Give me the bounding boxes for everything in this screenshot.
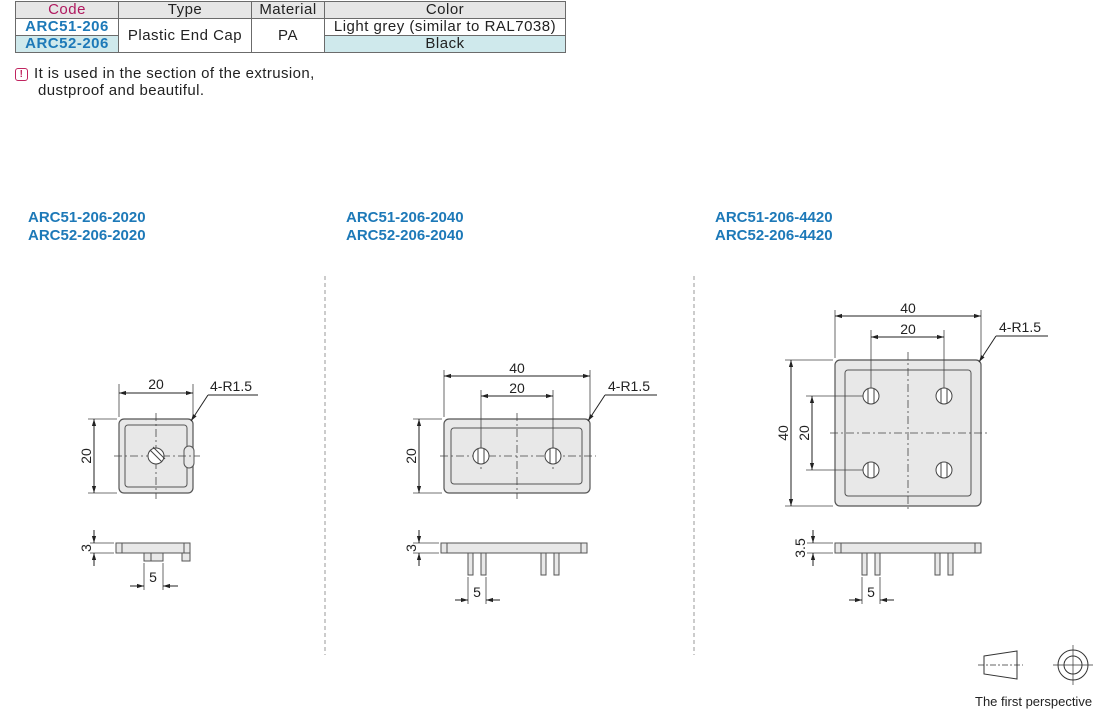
code-cell: ARC52-206 xyxy=(15,35,119,53)
side-plate xyxy=(115,542,191,554)
dim-pin-spacing: 5 xyxy=(473,584,481,600)
side-plate xyxy=(440,542,588,554)
part-code: ARC52-206-2020 xyxy=(28,227,146,244)
first-angle-projection-icon xyxy=(978,645,1093,685)
part-code: ARC52-206-2040 xyxy=(346,227,464,244)
dim-thickness: 3 xyxy=(78,544,94,552)
pin-circle xyxy=(472,447,490,465)
dim-outer-height: 40 xyxy=(775,425,791,441)
cap-side-notch xyxy=(183,445,195,469)
usage-note: ! It is used in the section of the extrus… xyxy=(15,65,315,99)
dim-thickness: 3.5 xyxy=(792,538,808,558)
pin-circle xyxy=(544,447,562,465)
part-codes-2020: ARC51-206-2020 ARC52-206-2020 xyxy=(28,209,146,245)
dim-radius: 4-R1.5 xyxy=(999,319,1041,335)
side-plate xyxy=(834,542,982,554)
dim-radius: 4-R1.5 xyxy=(210,378,252,394)
dim-pin-spacing: 5 xyxy=(867,584,875,600)
part-code: ARC52-206-4420 xyxy=(715,227,833,244)
pin xyxy=(467,552,474,576)
dim-pin-spacing: 5 xyxy=(149,569,157,585)
drawing-4420-side: 3.5 5 xyxy=(792,530,982,604)
pin xyxy=(150,552,164,562)
part-code: ARC51-206-4420 xyxy=(715,209,833,226)
pin xyxy=(181,552,191,562)
header-code: Code xyxy=(15,1,119,19)
pin xyxy=(934,552,941,576)
pin xyxy=(947,552,954,576)
header-type: Type xyxy=(118,1,252,19)
dim-width: 20 xyxy=(148,376,164,392)
dim-height: 20 xyxy=(78,448,94,464)
dim-radius: 4-R1.5 xyxy=(608,378,650,394)
dim-outer-width: 40 xyxy=(509,360,525,376)
dim-inner-height: 20 xyxy=(796,425,812,441)
part-codes-2040: ARC51-206-2040 ARC52-206-2040 xyxy=(346,209,464,245)
color-cell: Light grey (similar to RAL7038) xyxy=(324,18,566,36)
note-line-2: dustproof and beautiful. xyxy=(38,82,205,99)
drawing-2040-top: 40 20 4-R1.5 20 xyxy=(403,360,657,499)
pin-circle xyxy=(862,387,880,405)
warning-icon: ! xyxy=(15,68,28,81)
pin xyxy=(553,552,560,576)
part-code: ARC51-206-2040 xyxy=(346,209,464,226)
dim-thickness: 3 xyxy=(403,544,419,552)
projection-label: The first perspective xyxy=(975,694,1093,709)
pin xyxy=(480,552,487,576)
drawing-4420-top: 40 20 4-R1.5 40 20 xyxy=(775,300,1048,512)
note-line-1: It is used in the section of the extrusi… xyxy=(34,65,315,82)
pin xyxy=(143,552,152,562)
dim-height: 20 xyxy=(403,448,419,464)
dim-outer-width: 40 xyxy=(900,300,916,316)
pin-circle xyxy=(935,387,953,405)
pin-circle xyxy=(862,461,880,479)
pin xyxy=(874,552,881,576)
header-material: Material xyxy=(251,1,325,19)
drawing-2020-side: 3 5 xyxy=(78,530,191,590)
spec-table: Code Type Material Color ARC51-206 Plast… xyxy=(15,1,566,53)
part-code: ARC51-206-2020 xyxy=(28,209,146,226)
color-cell: Black xyxy=(324,35,566,53)
pin-slot xyxy=(149,449,163,463)
pin-circle xyxy=(935,461,953,479)
pin-slot xyxy=(152,446,166,460)
material-cell: PA xyxy=(251,18,325,53)
pin xyxy=(540,552,547,576)
drawing-2040-side: 3 5 xyxy=(403,530,588,604)
dim-inner-width: 20 xyxy=(900,321,916,337)
dim-inner-width: 20 xyxy=(509,380,525,396)
part-codes-4420: ARC51-206-4420 ARC52-206-4420 xyxy=(715,209,833,245)
pin xyxy=(861,552,868,576)
drawing-2020-top: 20 4-R1.5 20 xyxy=(78,376,258,499)
